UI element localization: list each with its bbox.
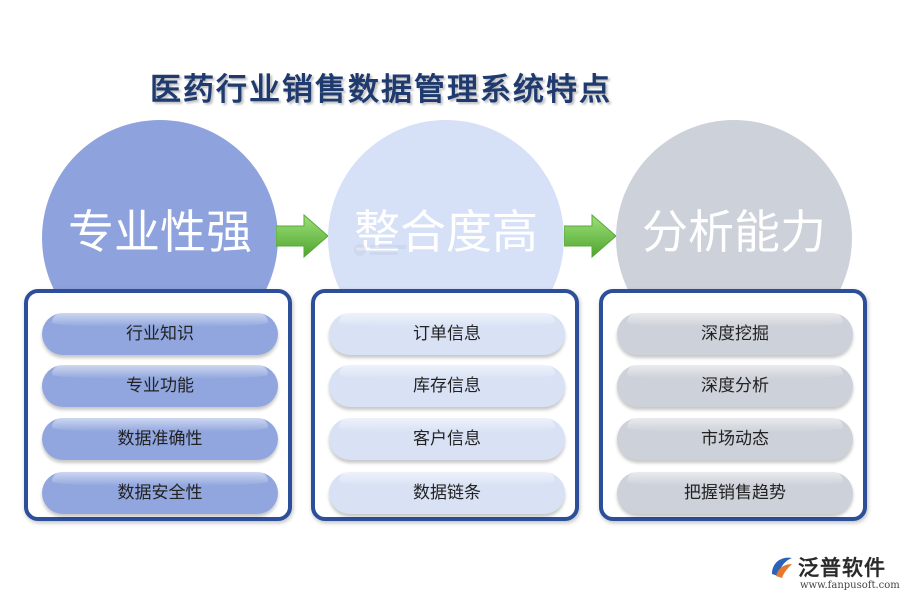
right-arrow-icon <box>276 213 329 259</box>
feature-item: 把握销售趋势 <box>617 472 853 514</box>
watermark-logo-icon <box>354 244 406 256</box>
fanpu-logo-icon <box>772 557 792 578</box>
feature-item: 数据准确性 <box>42 418 278 460</box>
page-title: 医药行业销售数据管理系统特点 <box>150 72 612 108</box>
circle-heading: 分析能力 <box>642 205 826 259</box>
logo-url: www.fanpusoft.com <box>800 580 900 591</box>
feature-item: 数据安全性 <box>42 472 278 514</box>
panel-analysis: 深度挖掘 深度分析 市场动态 把握销售趋势 <box>599 289 867 521</box>
feature-item: 深度挖掘 <box>617 313 853 355</box>
right-arrow-icon <box>564 213 617 259</box>
circle-heading: 整合度高 <box>354 205 538 259</box>
panel-professional: 行业知识 专业功能 数据准确性 数据安全性 <box>24 289 292 521</box>
feature-item: 市场动态 <box>617 418 853 460</box>
feature-item: 深度分析 <box>617 365 853 407</box>
brand-logo: 泛普软件 www.fanpusoft.com <box>768 552 900 598</box>
circle-heading: 专业性强 <box>68 205 252 259</box>
feature-item: 库存信息 <box>329 365 565 407</box>
feature-item: 订单信息 <box>329 313 565 355</box>
feature-item: 行业知识 <box>42 313 278 355</box>
feature-item: 客户信息 <box>329 418 565 460</box>
panel-integration: 订单信息 库存信息 客户信息 数据链条 <box>311 289 579 521</box>
feature-item: 数据链条 <box>329 472 565 514</box>
logo-name: 泛普软件 <box>798 556 886 580</box>
feature-item: 专业功能 <box>42 365 278 407</box>
